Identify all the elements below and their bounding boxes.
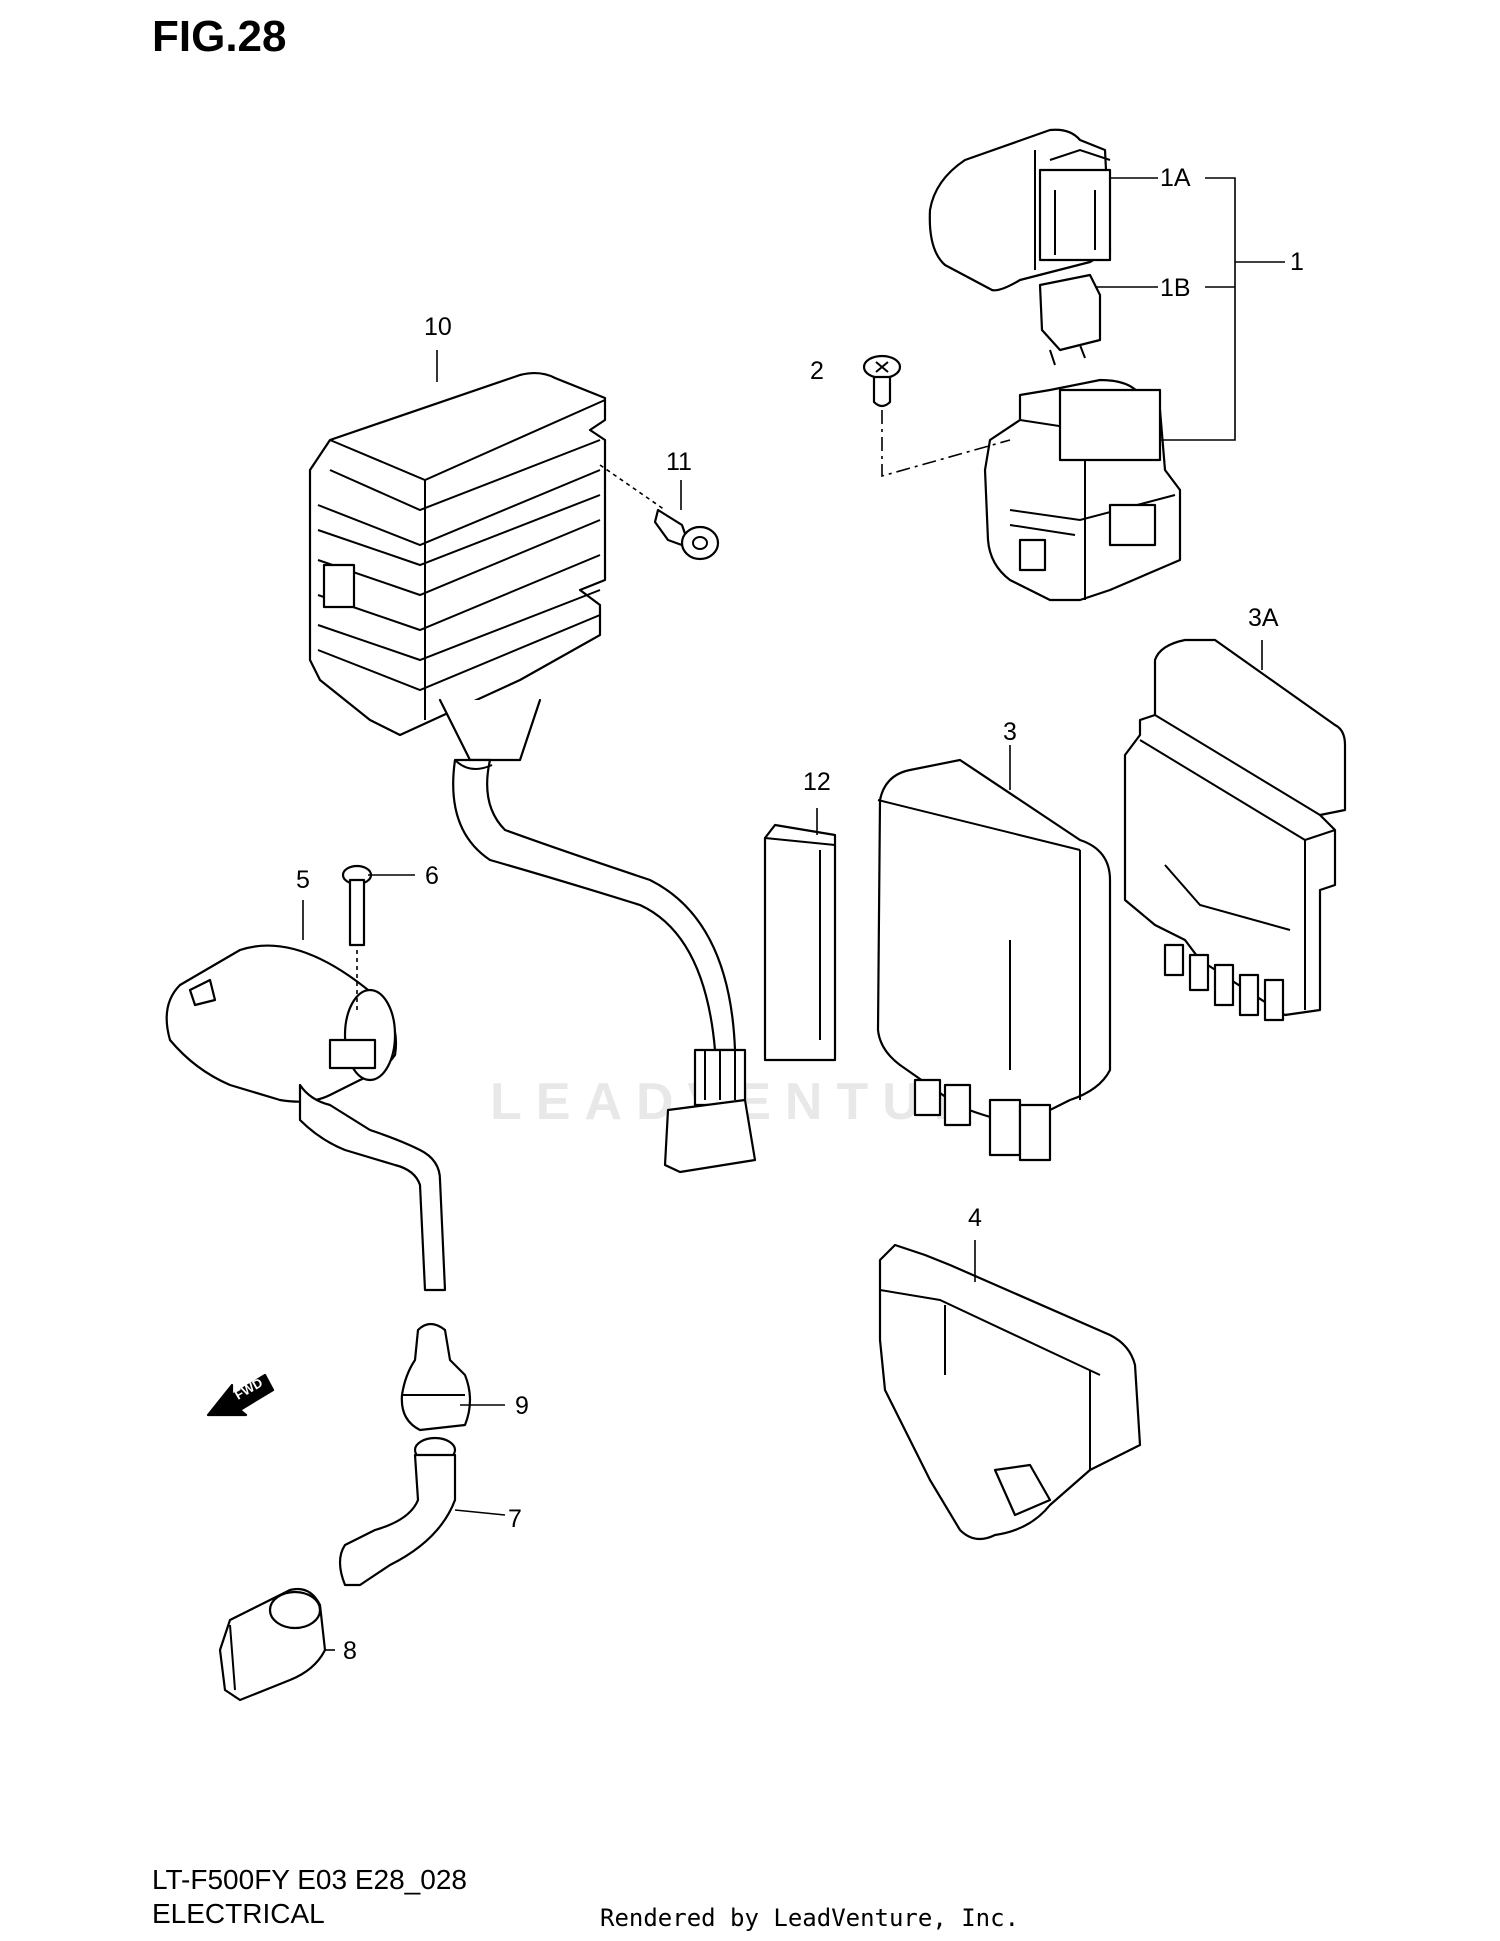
callout-3a: 3A <box>1248 604 1279 632</box>
part-7-spark-plug-cover[interactable] <box>338 1436 457 1587</box>
callout-5: 5 <box>296 866 310 894</box>
callout-7: 7 <box>508 1505 522 1533</box>
part-4-case[interactable] <box>878 1243 1142 1541</box>
part-1b-fuse[interactable] <box>1038 273 1102 366</box>
callout-2: 2 <box>810 357 824 385</box>
part-11-bolt[interactable] <box>599 464 720 561</box>
part-10-regulator-rectifier[interactable] <box>308 371 757 1174</box>
part-1a-cover[interactable] <box>928 128 1112 292</box>
part-6-bolt[interactable] <box>341 864 373 1010</box>
model-code: LT-F500FY E03 E28_028 <box>152 1864 467 1895</box>
part-3-ignitor-unit[interactable] <box>876 758 1112 1162</box>
callout-8: 8 <box>343 1637 357 1665</box>
section-name: ELECTRICAL <box>152 1898 325 1929</box>
part-3a-ignitor-unit[interactable] <box>1123 638 1347 1022</box>
callout-4: 4 <box>968 1204 982 1232</box>
part-1-starter-relay[interactable] <box>928 128 1182 602</box>
rendered-by-credit: Rendered by LeadVenture, Inc. <box>600 1904 1020 1932</box>
fwd-arrow-icon: FWD <box>206 1373 275 1417</box>
part-8-boot[interactable] <box>218 1587 327 1702</box>
callout-1a: 1A <box>1160 164 1191 192</box>
part-5-ignition-coil[interactable] <box>165 944 447 1292</box>
figure-title: FIG.28 <box>152 12 287 61</box>
callout-9: 9 <box>515 1392 529 1420</box>
leader-lines <box>302 177 1285 1651</box>
callout-1b: 1B <box>1160 274 1191 302</box>
callout-6: 6 <box>425 862 439 890</box>
callout-3: 3 <box>1003 718 1017 746</box>
part-2-screw[interactable] <box>862 354 1011 478</box>
callout-12: 12 <box>803 768 831 796</box>
callout-11: 11 <box>666 448 692 476</box>
part-9-plug-cap[interactable] <box>400 1322 472 1432</box>
callout-10: 10 <box>424 313 452 341</box>
part-12-pad[interactable] <box>763 823 837 1062</box>
callout-1: 1 <box>1290 248 1304 276</box>
